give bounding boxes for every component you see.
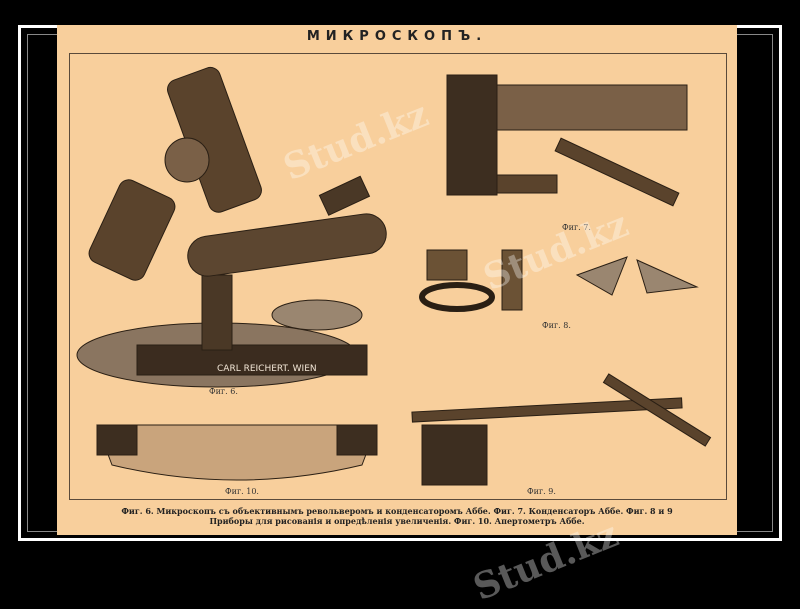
engraving-brand-text: CARL REICHERT. WIEN [217, 364, 317, 374]
illustration-border [69, 53, 727, 500]
caption-line-1: Фиг. 6. Микроскопъ съ объективнымъ револ… [121, 506, 673, 516]
fig10-label: Фиг. 10. [225, 487, 259, 496]
condenser-fig7 [446, 74, 688, 207]
plate-caption: Фиг. 6. Микроскопъ съ объективнымъ револ… [67, 506, 727, 526]
microscope-plate-image: МИКРОСКОПЪ. CARL REICHERT. WIEN [57, 25, 737, 535]
fig9-label: Фиг. 9. [527, 487, 556, 496]
engravings: CARL REICHERT. WIEN [76, 66, 712, 486]
fig8-label: Фиг. 8. [542, 321, 571, 330]
caption-line-2: Приборы для рисованія и опредѣленія увел… [209, 516, 585, 526]
drawing-apparatus-fig8 [419, 249, 699, 312]
drawing-apparatus-fig9 [411, 373, 712, 486]
microscope-fig6 [76, 66, 387, 388]
plate-title: МИКРОСКОПЪ. [306, 29, 488, 44]
apertometer-fig10 [96, 424, 378, 481]
fig6-label: Фиг. 6. [209, 387, 238, 396]
fig7-label: Фиг. 7. [562, 223, 591, 232]
